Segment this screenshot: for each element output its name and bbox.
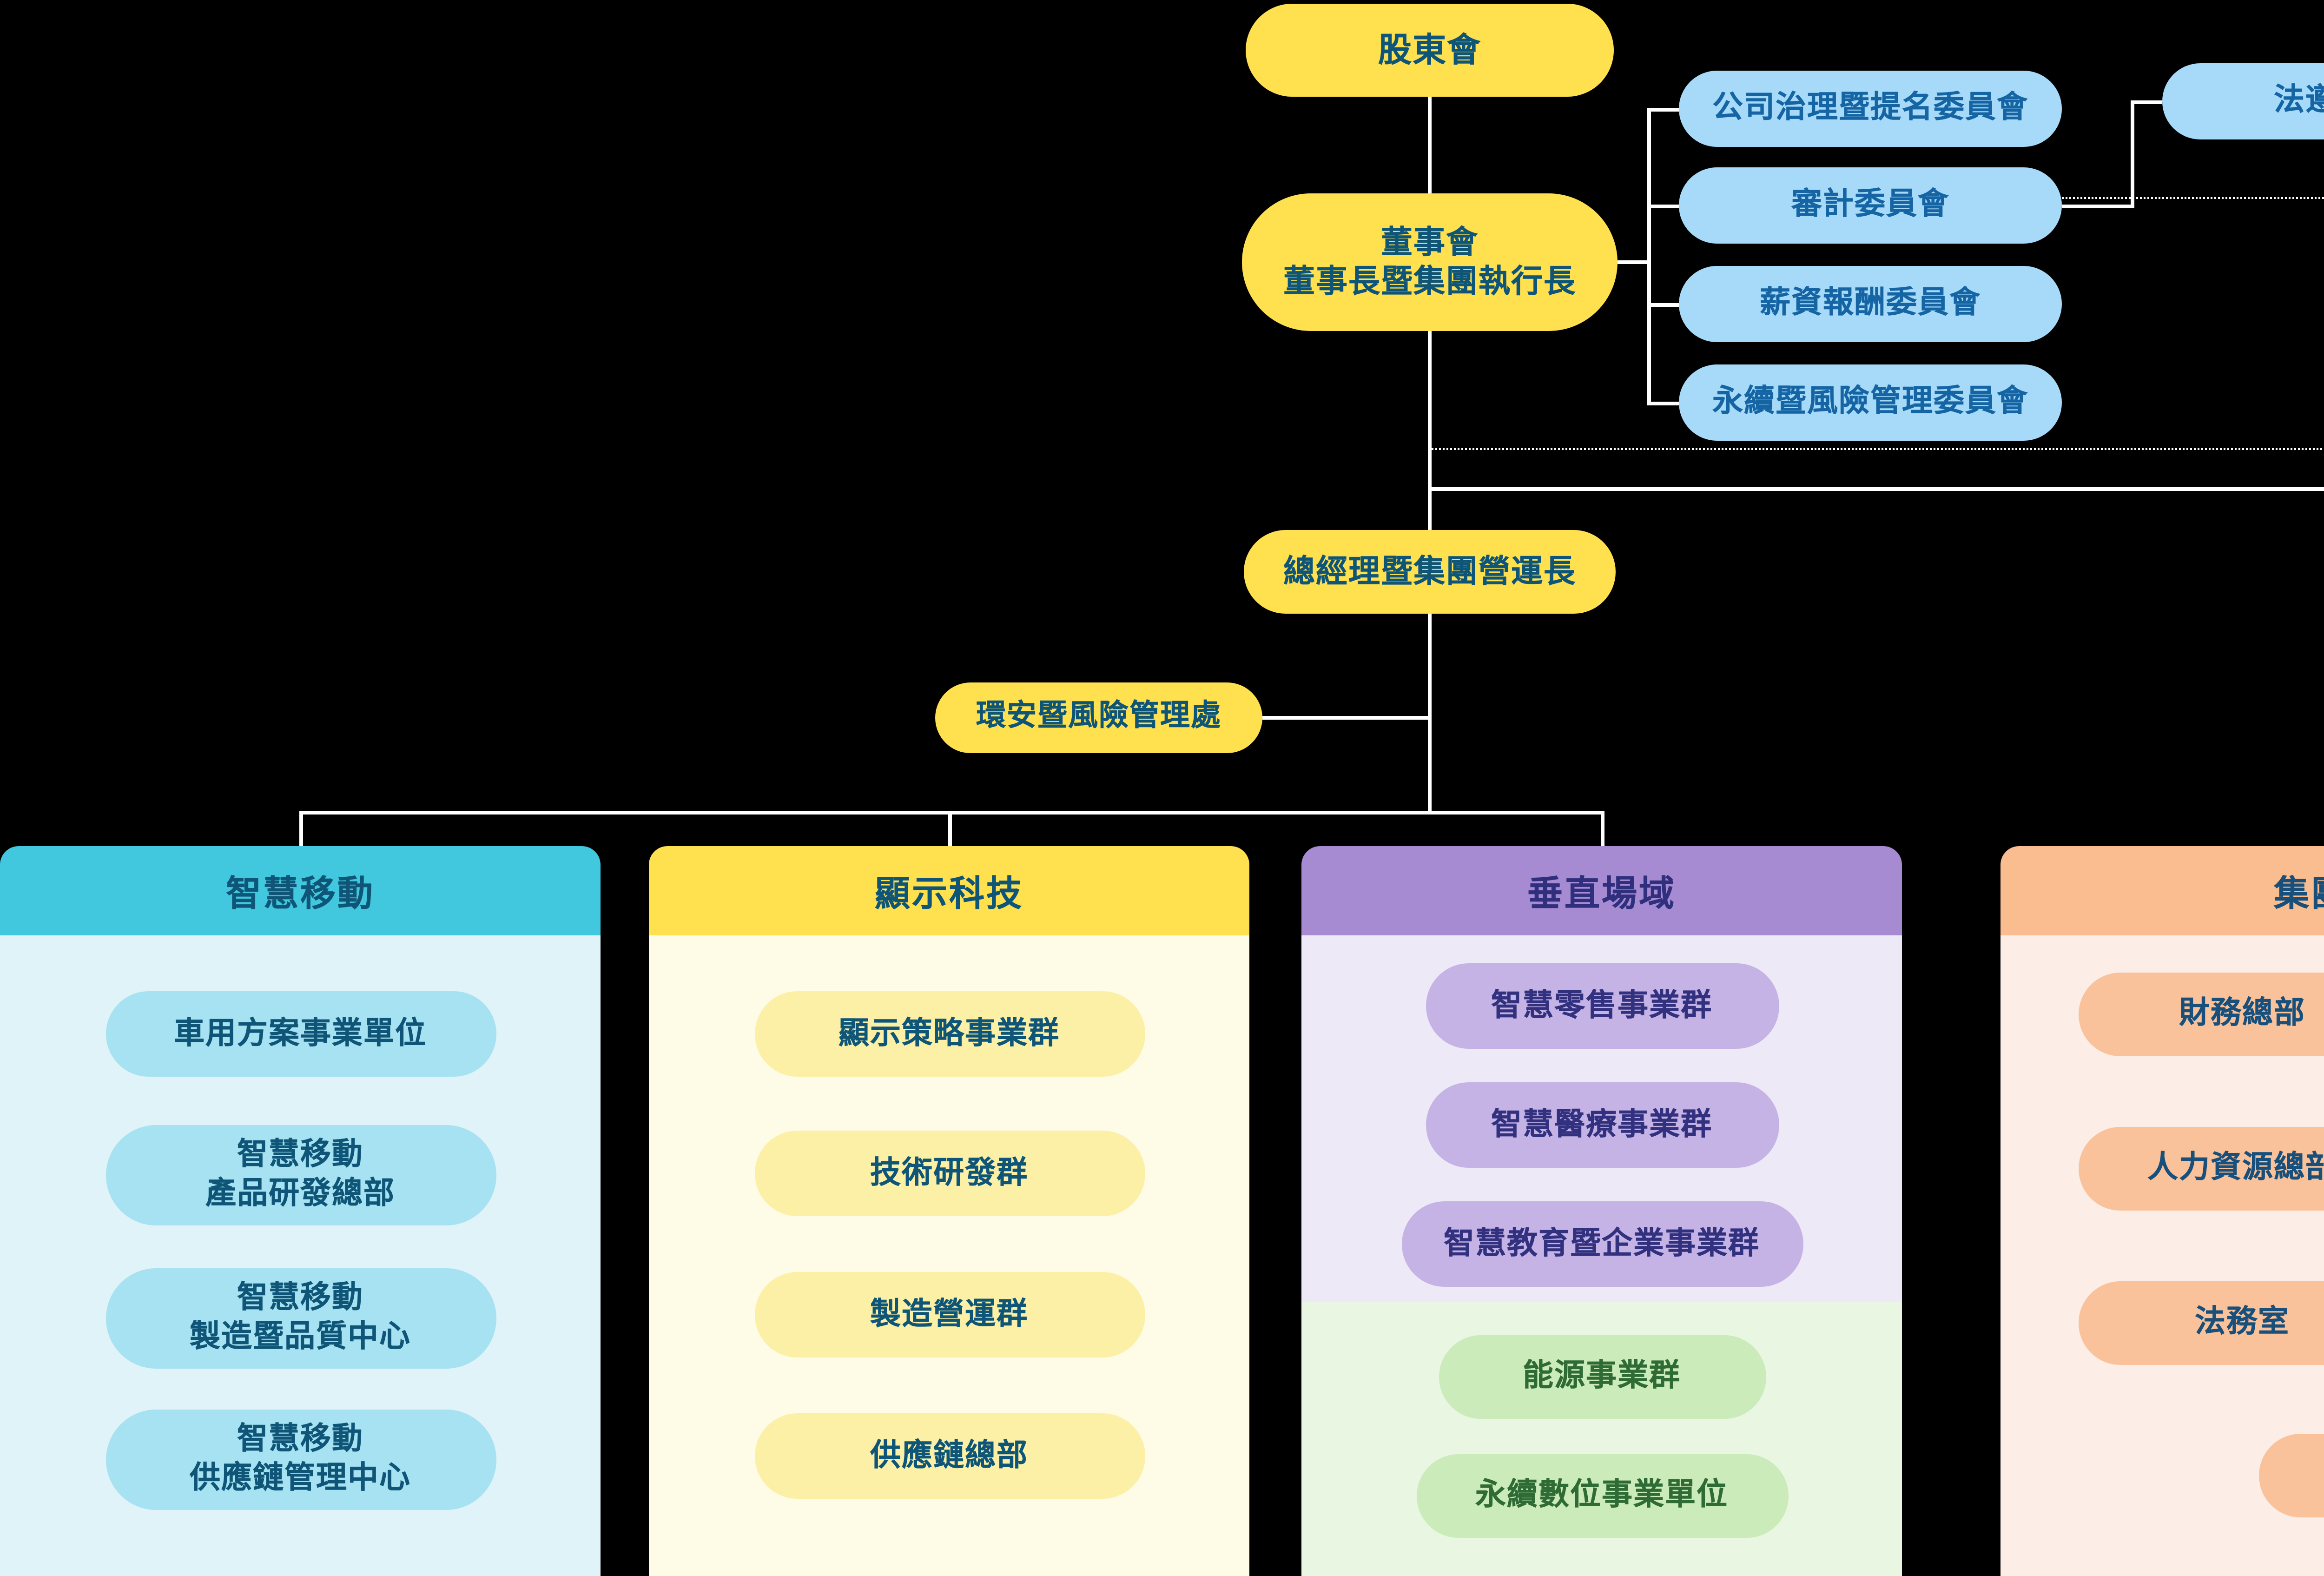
connector — [1618, 260, 1647, 264]
connector — [1651, 303, 1679, 307]
connector — [1428, 97, 1432, 193]
connector — [2131, 100, 2162, 104]
connector — [1428, 614, 1432, 813]
connector — [1601, 811, 1604, 846]
org-unit-display-strategy: 顯示策略事業群 — [754, 991, 1144, 1077]
committee-node-sustainability-risk: 永續暨風險管理委員會 — [1679, 364, 2062, 441]
chief-compliance-advisor-node: 法遵總顧問 — [2162, 63, 2324, 139]
connector — [1651, 402, 1679, 405]
connector — [299, 811, 1604, 814]
connector — [1428, 331, 1432, 530]
committee-node-compensation: 薪資報酬委員會 — [1679, 266, 2062, 342]
committee-node-audit: 審計委員會 — [1679, 167, 2062, 244]
org-unit-automotive-solutions: 車用方案事業單位 — [105, 991, 495, 1077]
org-unit-smart-education-enterprise: 智慧教育暨企業事業群 — [1401, 1201, 1802, 1287]
org-unit-mobility-mfg-quality: 智慧移動 製造暨品質中心 — [105, 1268, 495, 1369]
org-unit-mobility-product-rd: 智慧移動 產品研發總部 — [105, 1125, 495, 1225]
board-of-directors-node: 董事會 董事長暨集團執行長 — [1242, 193, 1618, 331]
ehs-risk-office-node: 環安暨風險管理處 — [935, 682, 1262, 753]
org-unit-sustainable-digital: 永續數位事業單位 — [1416, 1454, 1788, 1538]
connector — [1647, 108, 1651, 405]
connector — [1651, 205, 1679, 208]
column-header-smart-mobility: 智慧移動 — [0, 846, 601, 935]
org-unit-smart-healthcare: 智慧醫療事業群 — [1425, 1082, 1778, 1168]
president-coo-node: 總經理暨集團營運長 — [1244, 530, 1616, 614]
connector — [2131, 100, 2134, 208]
org-unit-mobility-supply-chain: 智慧移動 供應鏈管理中心 — [105, 1410, 495, 1510]
org-unit-energy: 能源事業群 — [1438, 1335, 1765, 1419]
connector — [2062, 205, 2131, 208]
org-unit-hr-hq: 人力資源總部 — [2079, 1127, 2324, 1211]
org-unit-tech-rd: 技術研發群 — [754, 1131, 1144, 1216]
org-unit-supply-chain-hq: 供應鏈總部 — [754, 1413, 1144, 1499]
org-unit-legal-office: 法務室 — [2079, 1281, 2324, 1365]
org-unit-manufacturing-ops: 製造營運群 — [754, 1272, 1144, 1357]
org-unit-audit-office: 稽核管理處 — [2259, 1434, 2324, 1517]
connector — [1651, 108, 1679, 112]
connector — [1262, 716, 1428, 720]
org-unit-finance-hq: 財務總部 — [2079, 973, 2324, 1056]
org-unit-smart-retail: 智慧零售事業群 — [1425, 963, 1778, 1049]
dotted-connector — [2062, 197, 2324, 199]
dotted-connector — [1430, 448, 2324, 450]
column-header-group-support: 集團營運支援單位 — [2000, 846, 2324, 935]
connector — [1430, 487, 2324, 491]
connector — [948, 811, 952, 846]
connector — [299, 811, 303, 846]
committee-node-governance-nomination: 公司治理暨提名委員會 — [1679, 71, 2062, 147]
column-header-display-tech: 顯示科技 — [649, 846, 1249, 935]
shareholders-meeting-node: 股東會 — [1246, 4, 1614, 97]
column-header-vertical-domains: 垂直場域 — [1301, 846, 1902, 935]
